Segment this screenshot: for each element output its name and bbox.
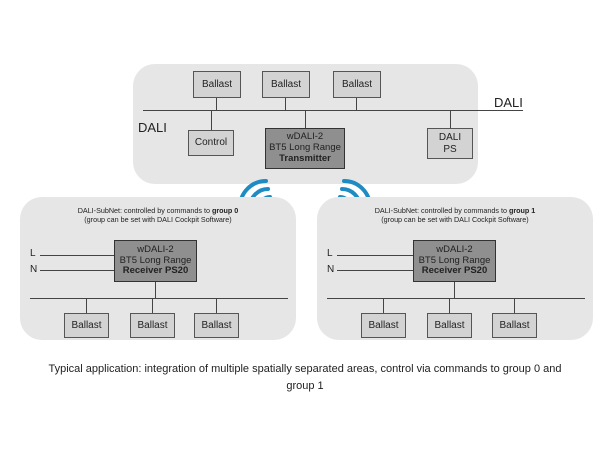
top-dali-bus xyxy=(143,110,523,111)
transmitter-role: Transmitter xyxy=(279,152,331,164)
right-subnet-group: group 1 xyxy=(508,206,536,215)
left-ballast-drop-2 xyxy=(152,298,153,313)
right-ballast-3: Ballast xyxy=(492,313,537,338)
right-receiver-box: wDALI-2 BT5 Long Range Receiver PS20 xyxy=(413,240,496,282)
ballast-label: Ballast xyxy=(368,319,399,331)
right-N-label: N xyxy=(327,264,335,275)
ballast-label: Ballast xyxy=(201,78,232,90)
ballast-label: Ballast xyxy=(137,319,168,331)
left-ballast-drop-1 xyxy=(86,298,87,313)
left-ballast-1: Ballast xyxy=(64,313,109,338)
transmitter-model: wDALI-2 xyxy=(286,131,324,143)
right-subnet-description: DALI-SubNet: controlled by commands to g… xyxy=(327,206,583,224)
ballast-label: Ballast xyxy=(434,319,465,331)
ballast-label: Ballast xyxy=(499,319,530,331)
top-dali-label-left: DALI xyxy=(138,120,167,135)
control-label: Control xyxy=(194,137,228,149)
left-dali-bus xyxy=(30,298,288,299)
right-ballast-1: Ballast xyxy=(361,313,406,338)
right-L-label: L xyxy=(327,248,333,259)
top-ballast-2: Ballast xyxy=(262,71,310,98)
right-receiver-role: Receiver PS20 xyxy=(421,265,488,277)
left-receiver-box: wDALI-2 BT5 Long Range Receiver PS20 xyxy=(114,240,197,282)
transmitter-drop xyxy=(305,110,306,128)
control-box: Control xyxy=(188,130,234,156)
figure-caption: Typical application: integration of mult… xyxy=(20,361,590,395)
left-subnet-description: DALI-SubNet: controlled by commands to g… xyxy=(30,206,286,224)
ps-drop xyxy=(450,110,451,128)
right-subnet-note: (group can be set with DALI Cockpit Soft… xyxy=(381,215,529,224)
top-ballast-drop-3 xyxy=(356,98,357,110)
right-receiver-model: wDALI-2 xyxy=(436,243,473,255)
ballast-label: Ballast xyxy=(341,78,372,90)
right-ballast-2: Ballast xyxy=(427,313,472,338)
left-ballast-drop-3 xyxy=(216,298,217,313)
left-subnet-group: group 0 xyxy=(211,206,239,215)
right-ballast-drop-1 xyxy=(383,298,384,313)
top-dali-label-right: DALI xyxy=(494,95,523,110)
right-ballast-drop-2 xyxy=(449,298,450,313)
left-ballast-2: Ballast xyxy=(130,313,175,338)
right-L-wire xyxy=(337,255,413,256)
ps-label-2: PS xyxy=(443,143,457,155)
ps-label-1: DALI xyxy=(438,132,462,143)
left-subnet-text: DALI-SubNet: controlled by commands to xyxy=(77,206,212,215)
top-ballast-drop-2 xyxy=(285,98,286,110)
caption-line-1: Typical application: integration of mult… xyxy=(48,363,562,375)
right-ballast-drop-3 xyxy=(514,298,515,313)
top-ballast-3: Ballast xyxy=(333,71,381,98)
left-receiver-model: wDALI-2 xyxy=(137,243,174,255)
transmitter-type: BT5 Long Range xyxy=(269,142,341,154)
left-receiver-type: BT5 Long Range xyxy=(119,254,192,266)
right-receiver-drop xyxy=(454,282,455,298)
left-receiver-drop xyxy=(155,282,156,298)
left-L-wire xyxy=(40,255,114,256)
left-subnet-note: (group can be set with DALI Cockpit Soft… xyxy=(84,215,232,224)
top-ballast-drop-1 xyxy=(216,98,217,110)
right-N-wire xyxy=(337,270,413,271)
left-L-label: L xyxy=(30,248,36,259)
top-ballast-1: Ballast xyxy=(193,71,241,98)
left-N-wire xyxy=(40,270,114,271)
left-ballast-3: Ballast xyxy=(194,313,239,338)
left-N-label: N xyxy=(30,264,38,275)
ballast-label: Ballast xyxy=(71,319,102,331)
control-drop xyxy=(211,110,212,130)
ballast-label: Ballast xyxy=(201,319,232,331)
caption-line-2: group 1 xyxy=(286,380,324,393)
right-receiver-type: BT5 Long Range xyxy=(418,254,491,266)
dali-ps-box: DALI PS xyxy=(427,128,473,159)
ballast-label: Ballast xyxy=(270,78,301,90)
left-receiver-role: Receiver PS20 xyxy=(122,265,189,277)
transmitter-box: wDALI-2 BT5 Long Range Transmitter xyxy=(265,128,345,169)
right-dali-bus xyxy=(327,298,585,299)
right-subnet-text: DALI-SubNet: controlled by commands to xyxy=(374,206,509,215)
